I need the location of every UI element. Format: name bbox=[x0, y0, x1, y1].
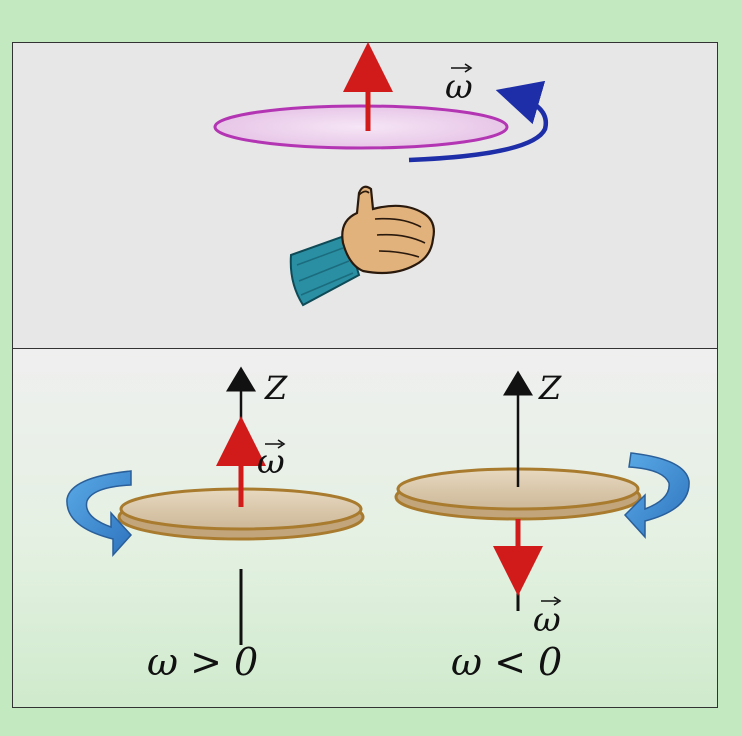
left-disk-group: Z ω ω > 0 bbox=[66, 366, 365, 684]
left-rotation-arrow-icon bbox=[66, 470, 133, 557]
right-hand-rule-illustration: ω bbox=[213, 42, 549, 307]
right-omega-label: ω bbox=[533, 600, 561, 640]
top-panel: ω bbox=[13, 42, 717, 349]
omega-label: ω bbox=[445, 67, 473, 107]
diagram-frame: ω bbox=[12, 42, 718, 708]
bottom-panel: Z ω ω > 0 Z ω ω < 0 bbox=[13, 349, 717, 707]
left-condition-label: ω > 0 bbox=[147, 640, 258, 684]
rotation-orbit-ellipse bbox=[213, 104, 509, 150]
right-disk-group: Z ω ω < 0 bbox=[394, 369, 690, 684]
right-condition-label: ω < 0 bbox=[451, 640, 562, 684]
right-rotation-arrow-icon bbox=[623, 452, 690, 539]
disk-rotation-illustration: Z ω ω > 0 Z ω ω < 0 bbox=[66, 366, 690, 684]
right-hand-thumbs-up-icon bbox=[289, 185, 435, 307]
left-omega-label: ω bbox=[257, 442, 285, 482]
right-z-axis-label: Z bbox=[538, 369, 562, 407]
rotation-direction-arrow bbox=[408, 80, 549, 163]
left-z-axis-label: Z bbox=[264, 369, 288, 407]
